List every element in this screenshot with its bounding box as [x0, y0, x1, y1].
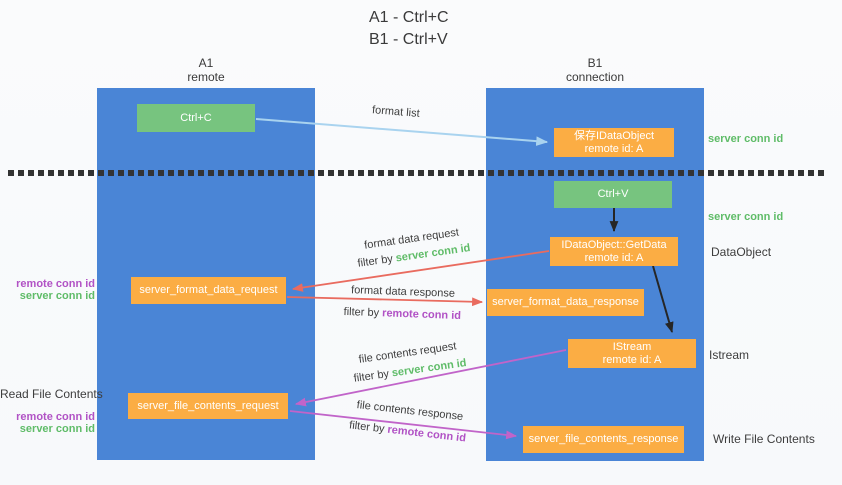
node-istream-line2: remote id: A	[602, 353, 662, 366]
node-server-format-data-request: server_format_data_request	[131, 277, 286, 304]
node-save-idataobject: 保存IDataObject remote id: A	[554, 128, 674, 157]
annotation-read-file-contents: Read File Contents	[0, 387, 103, 401]
annotation-write-file-contents: Write File Contents	[713, 432, 815, 446]
node-save-line2: remote id: A	[584, 142, 644, 155]
annotation-istream: Istream	[709, 348, 750, 362]
node-getdata-line1: IDataObject::GetData	[561, 238, 667, 251]
getdata-to-istream-arrow	[652, 265, 674, 334]
node-file-resp-label: server_file_contents_response	[528, 433, 679, 445]
annotation-server-conn-id-left-bottom: server conn id	[19, 423, 95, 435]
file-contents-response-arrow	[289, 410, 518, 440]
node-ctrl-c-label: Ctrl+C	[180, 111, 212, 124]
node-save-line1: 保存IDataObject	[573, 129, 655, 142]
label-format-data-response: format data response filter by remote co…	[343, 279, 462, 327]
title-line-1: A1 - Ctrl+C	[369, 9, 449, 26]
node-idataobject-getdata: IDataObject::GetData remote id: A	[550, 237, 678, 266]
node-ctrl-v: Ctrl+V	[554, 181, 672, 208]
lane-header-b1: B1 connection	[486, 56, 704, 84]
node-istream: IStream remote id: A	[568, 339, 696, 368]
node-format-req-label: server_format_data_request	[139, 284, 278, 296]
lane-a1-name: A1	[198, 56, 214, 70]
lane-a1-role: remote	[187, 70, 225, 84]
annotation-remote-conn-id-left-bottom: remote conn id	[16, 411, 95, 423]
annotation-server-conn-id-mid: server conn id	[708, 211, 784, 223]
phase-separator-dotted-line	[8, 170, 826, 176]
label-filter-by-remote-conn-id: filter by remote conn id	[343, 305, 462, 323]
node-istream-line1: IStream	[612, 340, 652, 353]
annotation-dataobject: DataObject	[711, 245, 772, 259]
annotation-server-conn-id-left-top: server conn id	[19, 290, 95, 302]
node-file-req-label: server_file_contents_request	[137, 399, 279, 412]
node-ctrl-c: Ctrl+C	[137, 104, 255, 132]
lane-b1-name: B1	[587, 56, 603, 70]
file-contents-request-arrow	[294, 349, 567, 407]
node-server-file-contents-request: server_file_contents_request	[128, 393, 288, 419]
annotation-server-conn-id-top: server conn id	[708, 133, 784, 145]
node-server-file-contents-response: server_file_contents_response	[523, 426, 684, 453]
lane-b1-role: connection	[565, 70, 625, 84]
format-data-request-arrow	[291, 250, 550, 292]
node-server-format-data-response: server_format_data_response	[487, 289, 644, 316]
node-ctrl-v-label: Ctrl+V	[597, 188, 629, 200]
diagram-title: A1 - Ctrl+C B1 - Ctrl+V	[369, 7, 449, 51]
annotation-remote-conn-id-left-top: remote conn id	[16, 278, 95, 290]
format-data-response-arrow	[286, 296, 484, 307]
lane-header-a1: A1 remote	[97, 56, 315, 84]
format-list-arrow	[255, 118, 549, 146]
node-format-resp-label: server_format_data_response	[492, 296, 639, 308]
title-line-2: B1 - Ctrl+V	[369, 31, 448, 48]
node-getdata-line2: remote id: A	[584, 251, 644, 264]
